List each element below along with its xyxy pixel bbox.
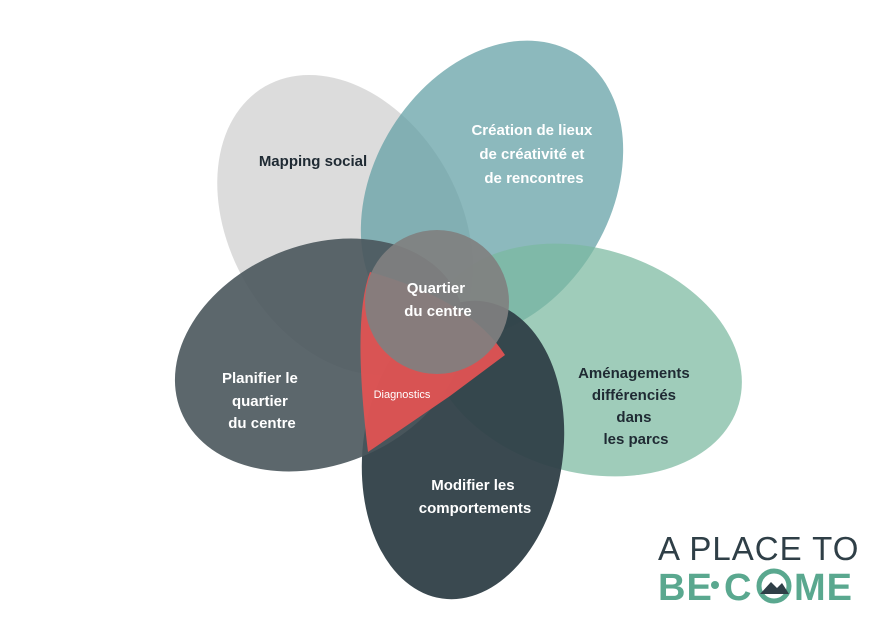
logo-line1: A PLACE TO bbox=[658, 530, 859, 567]
logo-line2-c: C bbox=[724, 567, 752, 609]
center-circle bbox=[365, 230, 509, 374]
amenagements-label: Aménagements différenciés dans les parcs bbox=[578, 365, 694, 448]
mountain-o-icon bbox=[756, 568, 792, 604]
planifier-quartier-label: Planifier le quartier du centre bbox=[222, 370, 302, 432]
diagnostics-label: Diagnostics bbox=[374, 389, 431, 401]
creation-lieux-label: Création de lieux de créativité et de re… bbox=[471, 122, 596, 187]
logo-line2-me: ME bbox=[794, 567, 853, 609]
center-label: Quartier du centre bbox=[404, 280, 472, 320]
logo: A PLACE TO BE C ME bbox=[658, 530, 859, 609]
modifier-comportements-label: Modifier les comportements bbox=[419, 477, 532, 517]
logo-dot bbox=[711, 581, 719, 589]
logo-line2-be: BE bbox=[658, 567, 713, 609]
mapping-social-label: Mapping social bbox=[259, 153, 367, 170]
